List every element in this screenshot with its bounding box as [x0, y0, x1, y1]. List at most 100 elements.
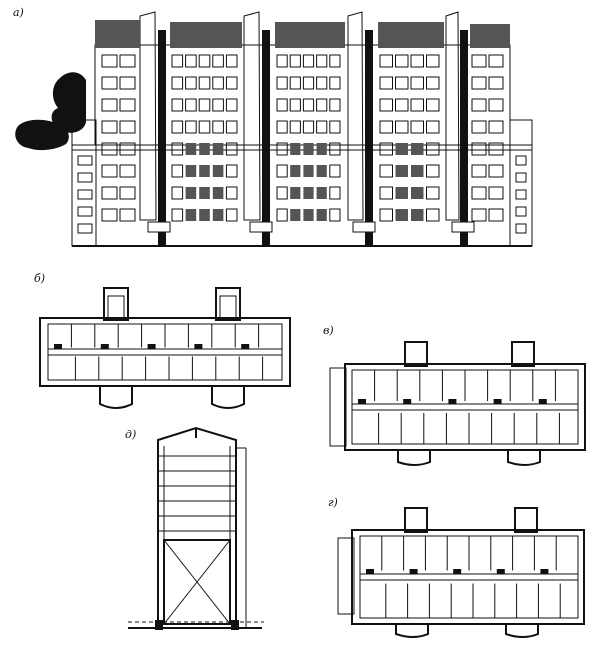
facade-window — [488, 98, 504, 112]
facade-window — [185, 120, 197, 134]
facade-window — [410, 76, 424, 90]
facade-window — [302, 120, 315, 134]
facade-window — [488, 120, 504, 134]
facade-window — [212, 209, 224, 221]
facade-window — [198, 54, 211, 68]
facade-window — [212, 187, 224, 199]
facade-window — [329, 98, 341, 112]
facade-window — [289, 76, 301, 90]
label-b: б) — [34, 272, 46, 285]
facade-window — [426, 142, 440, 156]
facade-window — [471, 142, 487, 156]
facade-window — [77, 223, 93, 234]
facade-window — [488, 54, 504, 68]
facade-elevation — [15, 11, 533, 247]
facade-window — [276, 76, 288, 90]
facade-window — [185, 54, 197, 68]
facade-window — [290, 187, 301, 199]
facade-window — [185, 187, 197, 199]
facade-window — [225, 120, 238, 134]
facade-window — [410, 120, 424, 134]
facade-window — [379, 208, 393, 222]
facade-window — [471, 120, 487, 134]
facade-window — [488, 142, 504, 156]
facade-window — [276, 54, 288, 68]
label-d: д) — [125, 428, 137, 441]
facade-window — [379, 76, 393, 90]
facade-window — [276, 120, 288, 134]
facade-window — [289, 54, 301, 68]
facade-window — [171, 186, 184, 200]
facade-window — [488, 164, 504, 178]
facade-window — [329, 120, 341, 134]
facade-window — [515, 223, 527, 234]
facade-window — [515, 172, 527, 183]
facade-window — [101, 208, 118, 222]
facade-window — [225, 186, 238, 200]
facade-window — [77, 189, 93, 200]
facade-window — [212, 76, 224, 90]
facade-window — [290, 209, 301, 221]
floor-plan-g — [337, 507, 585, 638]
facade-window — [119, 142, 136, 156]
facade-window — [198, 76, 211, 90]
facade-window — [411, 187, 424, 199]
facade-window — [212, 98, 224, 112]
facade-window — [395, 76, 409, 90]
facade-window — [471, 76, 487, 90]
facade-window — [488, 186, 504, 200]
facade-window — [171, 164, 184, 178]
facade-window — [316, 76, 328, 90]
facade-window — [426, 164, 440, 178]
facade-window — [225, 142, 238, 156]
facade-window — [411, 143, 424, 155]
facade-window — [426, 186, 440, 200]
facade-window — [119, 186, 136, 200]
facade-window — [303, 209, 314, 221]
facade-window — [303, 187, 314, 199]
label-a: а) — [13, 6, 24, 19]
facade-window — [379, 120, 393, 134]
facade-window — [171, 120, 184, 134]
facade-window — [316, 98, 328, 112]
facade-window — [395, 120, 409, 134]
facade-window — [302, 54, 315, 68]
facade-window — [329, 164, 341, 178]
facade-window — [316, 187, 327, 199]
facade-window — [185, 209, 197, 221]
facade-window — [199, 143, 210, 155]
facade-window — [289, 98, 301, 112]
facade-window — [379, 98, 393, 112]
facade-window — [471, 186, 487, 200]
upper-block — [94, 44, 511, 146]
facade-window — [225, 164, 238, 178]
facade-window — [101, 98, 118, 112]
facade-window — [515, 155, 527, 166]
facade-window — [212, 143, 224, 155]
roof-details — [95, 20, 510, 48]
facade-window — [171, 98, 184, 112]
facade-window — [198, 120, 211, 134]
facade-window — [329, 76, 341, 90]
facade-window — [395, 143, 408, 155]
facade-window — [276, 186, 288, 200]
facade-window — [426, 98, 440, 112]
facade-windows — [77, 54, 527, 234]
facade-window — [276, 98, 288, 112]
facade-window — [471, 98, 487, 112]
facade-window — [119, 98, 136, 112]
facade-window — [515, 189, 527, 200]
facade-window — [515, 206, 527, 217]
facade-window — [185, 76, 197, 90]
facade-window — [395, 98, 409, 112]
facade-window — [302, 76, 315, 90]
facade-window — [225, 98, 238, 112]
facade-window — [395, 165, 408, 177]
facade-window — [329, 142, 341, 156]
facade-window — [395, 54, 409, 68]
facade-window — [77, 172, 93, 183]
facade-window — [171, 142, 184, 156]
facade-window — [171, 76, 184, 90]
tree-illustration — [15, 72, 86, 151]
